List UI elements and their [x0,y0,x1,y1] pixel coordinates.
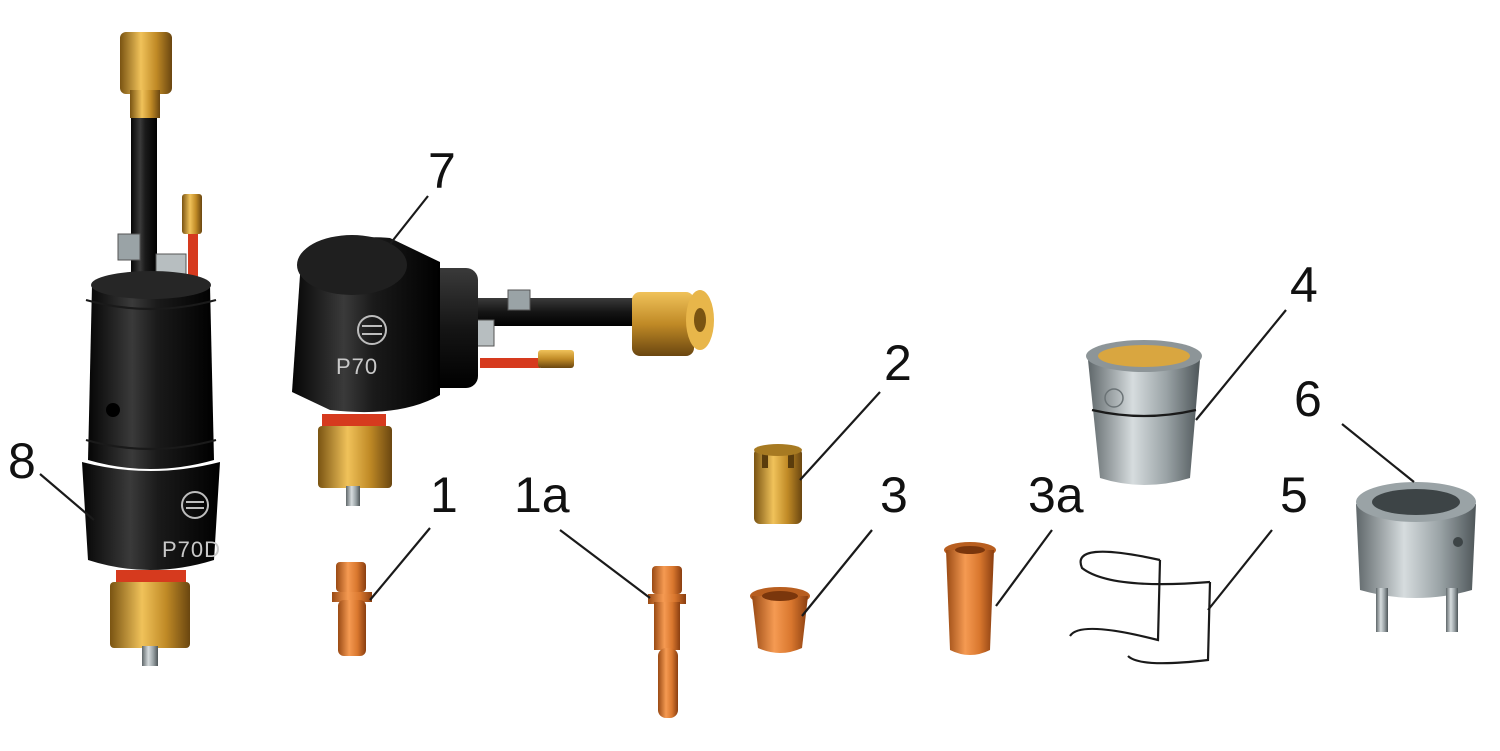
angled-head-marking: P70 [336,354,378,379]
spacer-spring [1069,550,1212,665]
leader-1a [559,529,651,599]
leader-7 [389,195,429,245]
leader-5 [1207,529,1273,611]
logo-icon [1104,388,1124,408]
torch-head-angled: P70 [292,235,714,506]
electrode [332,562,372,656]
callout-4: 4 [1290,257,1318,313]
callout-8: 8 [8,433,36,489]
logo-icon [181,491,209,519]
leader-4 [1195,309,1287,421]
callout-5: 5 [1280,467,1308,523]
callout-7: 7 [428,143,456,199]
leader-8 [39,473,95,521]
leader-lines [39,195,1415,617]
leader-3a [995,529,1053,607]
straight-head-marking: P70D [162,537,221,562]
shield-cup [1086,340,1202,485]
nozzle [750,587,810,653]
leader-3 [801,529,873,617]
callout-1a: 1a [514,467,570,523]
callout-1: 1 [430,467,458,523]
callout-3a: 3a [1028,467,1084,523]
leader-2 [799,391,881,481]
swirl-ring [754,444,802,524]
logo-icon [357,315,387,345]
callout-6: 6 [1294,371,1322,427]
leader-1 [369,527,431,601]
callout-3: 3 [880,467,908,523]
electrode-long [648,566,686,718]
callout-2: 2 [884,335,912,391]
tool-key [1356,482,1476,632]
nozzle-long [944,542,996,655]
leader-6 [1341,423,1415,483]
callout-labels: 8 7 1 1a 2 3 3a 4 5 6 [8,143,1322,523]
torch-head-straight: P70D [82,32,221,666]
